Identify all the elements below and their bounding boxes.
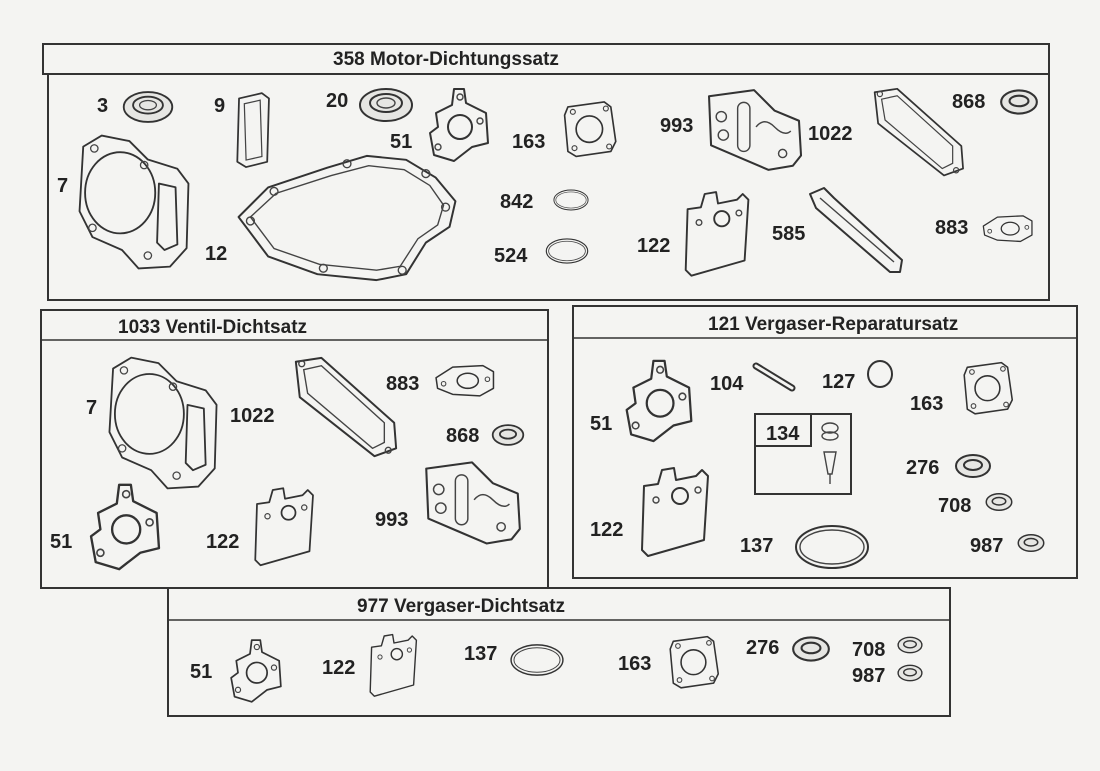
square-gasket-part [963,361,1014,415]
part-label-134: 134 [766,423,800,445]
square-gasket-part [669,635,720,689]
part-label-1022: 1022 [230,405,275,427]
flange-gasket-part [625,359,693,443]
washer-part [792,636,830,662]
part-label-9: 9 [214,95,225,117]
panel-vergaser-reparatursatz: 121 Vergaser-Reparatursatz 51 104 127 16… [572,305,1078,579]
needle-icon [821,422,839,484]
part-label-51: 51 [590,413,612,435]
strip-gasket-part [809,187,903,273]
part-label-883: 883 [386,373,419,395]
part-label-51: 51 [390,131,412,153]
o-ring-part [510,644,564,676]
part-label-3: 3 [97,95,108,117]
cover-gasket-part [294,356,398,458]
washer-part [954,453,992,479]
panel-motor-dichtungssatz: 358 Motor-Dichtungssatz 3 9 20 51 163 99… [42,43,1050,301]
part-label-12: 12 [205,243,227,265]
part-label-163: 163 [618,653,651,675]
part-label-1022: 1022 [808,123,853,145]
pin-part [752,362,796,392]
panel-title: 121 Vergaser-Reparatursatz [708,314,958,335]
part-label-524: 524 [494,245,528,267]
part-label-868: 868 [952,91,985,113]
part-label-7: 7 [57,175,68,197]
part-label-585: 585 [772,223,805,245]
part-label-842: 842 [500,191,533,213]
part-label-122: 122 [590,519,623,541]
insulator-plate-part [254,487,314,567]
breather-gasket-part [707,89,803,171]
part-label-993: 993 [660,115,693,137]
part-label-987: 987 [852,665,885,687]
head-gasket-part [78,134,190,270]
flange-gasket-part [230,639,282,703]
seal-part [122,91,174,123]
part-label-993: 993 [375,509,408,531]
washer-part [1017,533,1045,553]
part-label-708: 708 [852,639,885,661]
part-label-122: 122 [206,531,239,553]
panel-frame [572,305,1078,579]
washer-part [897,636,923,654]
part-label-708: 708 [938,495,971,517]
insulator-plate-part [369,633,418,697]
o-ring-part [545,238,589,264]
elbow-gasket-part [982,215,1033,243]
flange-gasket-part [428,87,490,163]
cover-gasket-part [873,87,964,177]
part-label-276: 276 [746,637,779,659]
o-ring-part [553,189,589,211]
plug-part [867,360,893,388]
o-ring-part [795,525,869,569]
part-label-868: 868 [446,425,479,447]
part-label-127: 127 [822,371,855,393]
part-label-137: 137 [464,643,497,665]
panel-frame [167,587,951,717]
part-label-122: 122 [637,235,670,257]
crankcase-gasket-part [237,154,457,282]
part-label-276: 276 [906,457,939,479]
panel-ventil-dichtsatz: 1033 Ventil-Dichtsatz 7 1022 883 868 51 … [40,309,549,589]
washer-part [897,664,923,682]
part-label-7: 7 [86,397,97,419]
part-label-137: 137 [740,535,773,557]
elbow-gasket-part [435,364,495,397]
washer-part [491,424,525,446]
needle-kit-box: 134 [754,413,852,495]
part-label-883: 883 [935,217,968,239]
square-gasket-part [563,101,617,158]
part-label-20: 20 [326,90,348,112]
part-label-51: 51 [50,531,72,553]
washer-part [999,89,1039,115]
part-label-163: 163 [910,393,943,415]
part-label-987: 987 [970,535,1003,557]
panel-title: 1033 Ventil-Dichtsatz [118,317,307,338]
washer-part [985,492,1013,512]
part-label-51: 51 [190,661,212,683]
panel-title: 358 Motor-Dichtungssatz [333,49,559,70]
rect-gasket-part [236,92,270,169]
part-label-163: 163 [512,131,545,153]
part-label-104: 104 [710,373,744,395]
panel-frame [47,73,1050,301]
insulator-plate-part [684,191,750,277]
panel-vergaser-dichtsatz: 977 Vergaser-Dichtsatz 51 122 137 163 27… [167,587,951,717]
panel-title: 977 Vergaser-Dichtsatz [357,596,565,617]
breather-gasket-part [425,461,521,545]
flange-gasket-part [89,483,161,571]
head-gasket-part [108,356,218,490]
insulator-plate-part [641,467,709,557]
seal-part [358,87,414,123]
part-label-122: 122 [322,657,355,679]
